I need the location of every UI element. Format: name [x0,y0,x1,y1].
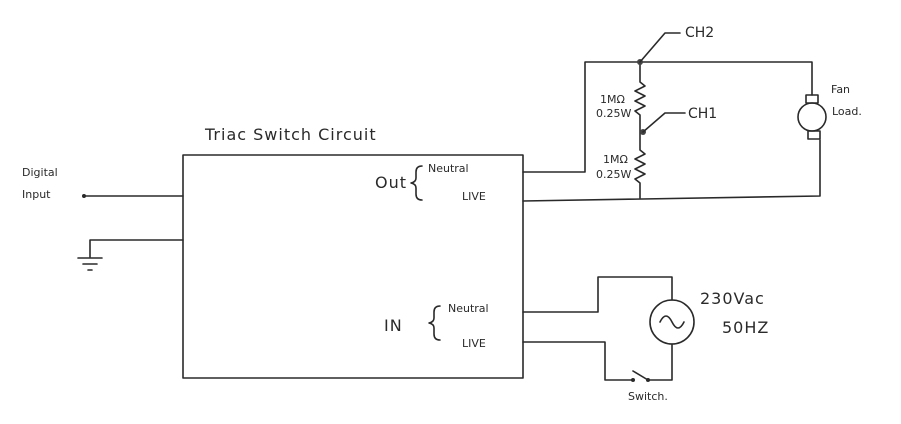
r1-value: 1MΩ [600,93,625,106]
ground-wire [89,239,184,258]
fan-label: Fan [831,83,850,96]
resistor-divider [634,61,646,199]
ch1-label: CH1 [688,106,717,122]
out-label: Out [375,173,407,192]
in-neutral-label: Neutral [448,302,489,315]
out-live-label: LIVE [462,190,486,203]
out-neutral-wire [522,61,813,173]
switch-label: Switch. [628,390,668,403]
out-live-wire [522,139,821,202]
source-voltage: 230Vac [700,289,765,308]
ch2-label: CH2 [685,25,714,41]
load-label: Load. [832,105,862,118]
r1-power: 0.25W [596,107,631,120]
fan-terminal-top [805,94,819,104]
in-brace [428,305,441,341]
block-title: Triac Switch Circuit [204,125,377,144]
in-live-label: LIVE [462,337,486,350]
r2-value: 1MΩ [603,153,628,166]
in-neutral-wire [522,276,673,313]
ground-icon [77,257,103,271]
digital-input-label-2: Input [22,188,51,201]
fan-motor-icon [797,102,827,132]
ch2-leader [639,32,681,63]
sine-icon [659,315,685,329]
triac-switch-block [182,154,524,379]
out-neutral-label: Neutral [428,162,469,175]
digital-input-label-1: Digital [22,166,58,179]
switch-contact [631,378,635,382]
source-frequency: 50HZ [722,318,769,337]
fan-terminal-bottom [807,130,821,140]
switch-contact [646,378,650,382]
out-brace [410,165,423,201]
ch1-leader [642,112,686,133]
r2-power: 0.25W [596,168,631,181]
in-live-wire [522,341,649,381]
in-source-return-wire [647,343,673,381]
in-label: IN [384,316,403,335]
